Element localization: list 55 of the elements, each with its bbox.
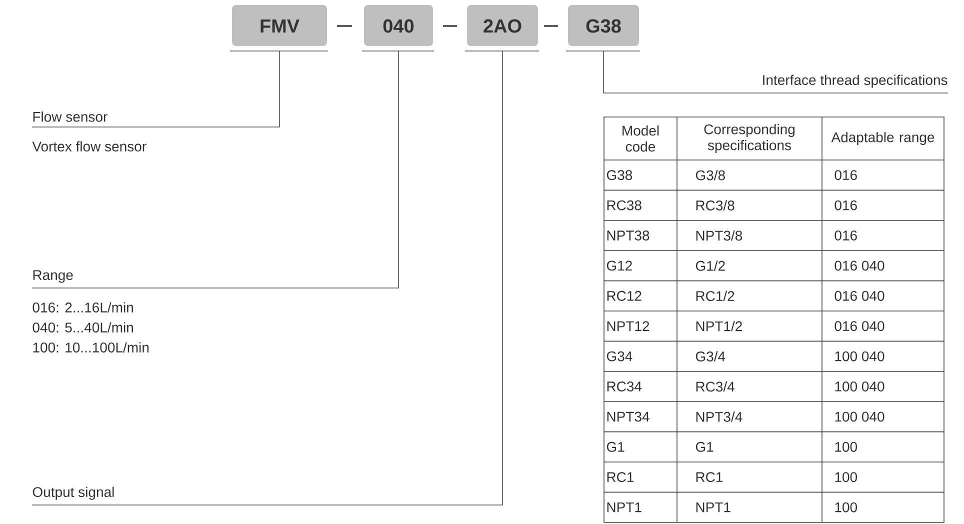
code-box: G38 — [566, 5, 640, 52]
table-cell: RC1 — [696, 472, 723, 482]
leader-line — [603, 50, 948, 94]
table-cell: G1 — [696, 442, 714, 452]
table-header: Corresponding specifications — [704, 124, 794, 154]
table-cell: 016 — [834, 170, 857, 180]
table-cell: 100 — [835, 442, 858, 452]
field-label: Flow sensor — [33, 112, 108, 122]
table-cell: NPT34 — [607, 412, 650, 422]
table-cell: 016 — [834, 200, 857, 210]
field-label: Interface thread specifications — [763, 74, 948, 88]
table-cell: 100 040 — [835, 351, 884, 362]
description-text: 040: 5...40L/min — [32, 322, 133, 332]
table-cell: 100 040 — [835, 412, 884, 422]
table-cell: G38 — [606, 170, 632, 180]
table-cell: 016 040 — [834, 321, 884, 332]
table-cell: G3/4 — [696, 351, 726, 362]
table-cell: RC1 — [607, 472, 634, 482]
field-label: Output signal — [32, 486, 114, 500]
table-header: Adaptable range — [831, 132, 934, 146]
table-cell: NPT38 — [607, 230, 650, 240]
description-text: 016: 2...16L/min — [32, 302, 133, 312]
table-cell: 100 — [835, 472, 858, 482]
table-cell: RC12 — [607, 290, 642, 301]
table-cell: NPT3/4 — [696, 412, 742, 422]
table-cell: NPT12 — [607, 321, 650, 331]
table-cell: RC3/8 — [696, 200, 734, 210]
code-box: 2AO — [464, 5, 540, 52]
table-cell: G3/8 — [696, 170, 725, 180]
table-cell: 016 040 — [834, 260, 884, 271]
field-label: Range — [33, 270, 73, 283]
table-cell: NPT1/2 — [696, 320, 742, 332]
code-box: 040 — [362, 5, 434, 52]
table-cell: 100 040 — [835, 382, 884, 392]
leader-line — [32, 50, 280, 128]
table-cell: NPT1 — [696, 502, 730, 512]
code-box: FMV — [230, 5, 328, 52]
table-cell: 016 040 — [834, 290, 884, 301]
table-cell: G1 — [606, 442, 624, 452]
table-cell: 100 — [835, 502, 858, 512]
table-cell: NPT1 — [607, 502, 642, 512]
table-cell: RC38 — [607, 200, 642, 210]
table-cell: G12 — [606, 260, 632, 271]
table-cell: RC34 — [607, 382, 642, 392]
table-cell: NPT3/8 — [696, 230, 742, 241]
table-cell: RC1/2 — [696, 290, 734, 302]
table-cell: G1/2 — [696, 260, 725, 271]
description-text: Vortex flow sensor — [32, 141, 146, 152]
table-cell: RC3/4 — [696, 381, 734, 392]
table-header: Model code — [622, 125, 659, 152]
leader-line — [32, 50, 503, 506]
table-cell: 016 — [834, 230, 857, 240]
leader-line — [32, 50, 399, 288]
description-text: 100: 10...100L/min — [33, 342, 149, 352]
table-cell: G34 — [606, 351, 632, 362]
